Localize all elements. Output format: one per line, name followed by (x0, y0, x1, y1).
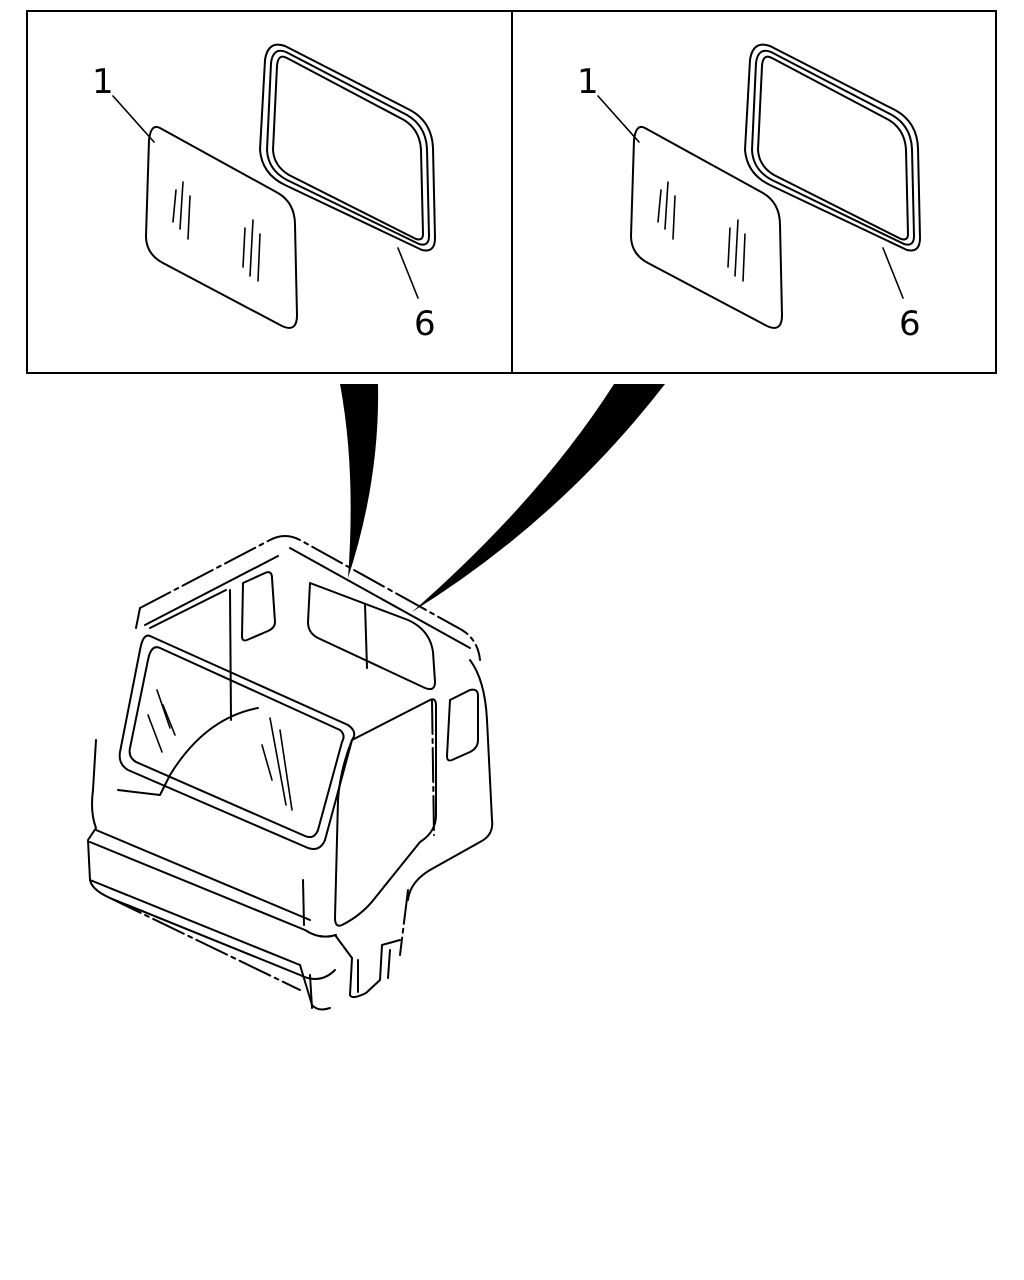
glass-reflection-right (657, 181, 746, 282)
detail-box (26, 10, 997, 374)
cab-illustration (87, 535, 494, 1011)
callout-1-left: 1 (92, 62, 114, 102)
glass-pane-right (630, 125, 783, 329)
callout-6-left: 6 (414, 304, 436, 344)
glass-pane-left (145, 125, 298, 329)
pointer-wedge-left (340, 384, 379, 578)
pointer-wedge-right (412, 384, 665, 612)
leader-line-glass-right (597, 95, 640, 143)
leader-line-seal-left (397, 247, 419, 299)
leader-line-seal-right (882, 247, 904, 299)
callout-6-right: 6 (899, 304, 921, 344)
leader-line-glass-left (112, 95, 155, 143)
left-panel: 1 6 (92, 43, 436, 344)
seal-right (744, 43, 921, 252)
glass-reflection-left (172, 181, 261, 282)
right-panel: 1 6 (577, 43, 921, 344)
callout-1-right: 1 (577, 62, 599, 102)
seal-left (259, 43, 436, 252)
